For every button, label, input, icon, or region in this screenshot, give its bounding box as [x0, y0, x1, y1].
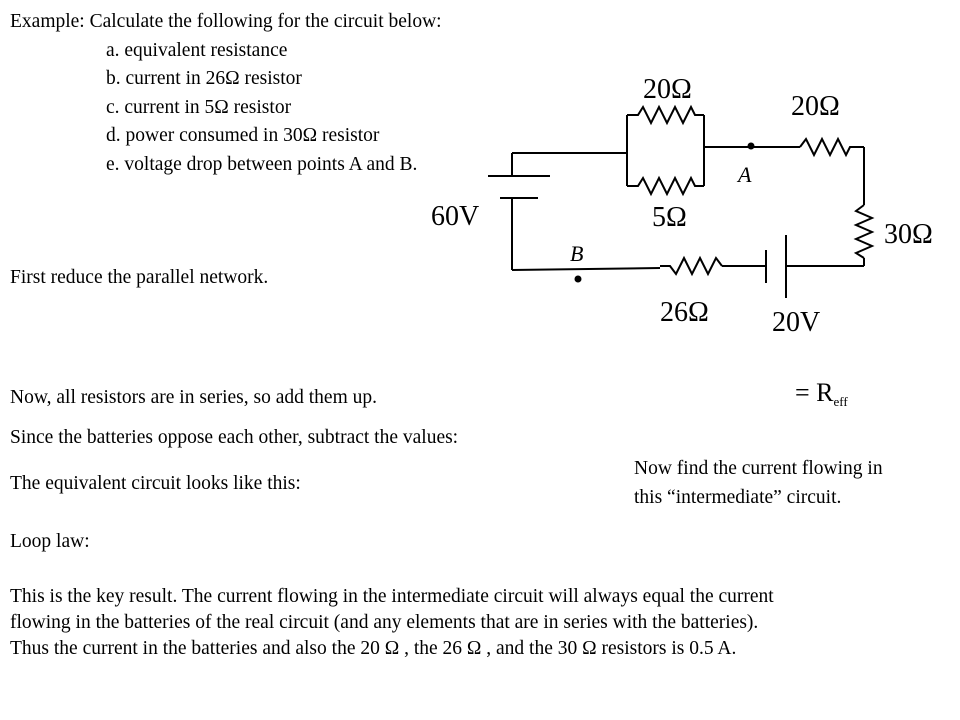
label-r-parallel-bottom: 5Ω — [652, 202, 687, 233]
conclusion-line-2: flowing in the batteries of the real cir… — [10, 612, 759, 633]
reff-main: = R — [795, 378, 834, 407]
label-point-b: B — [570, 241, 583, 266]
label-battery-bottom: 20V — [772, 307, 820, 338]
item-d: d. power consumed in 30Ω resistor — [106, 125, 380, 146]
step-batteries-oppose: Since the batteries oppose each other, s… — [10, 427, 459, 448]
step-find-current-1: Now find the current flowing in — [634, 458, 883, 479]
label-r-bottom: 26Ω — [660, 297, 709, 328]
resistor-5-parallel — [627, 175, 704, 197]
label-battery-left: 60V — [431, 201, 479, 232]
label-r-right-top: 20Ω — [791, 91, 840, 122]
item-e: e. voltage drop between points A and B. — [106, 154, 418, 175]
step-reduce-parallel: First reduce the parallel network. — [10, 267, 269, 288]
item-c: c. current in 5Ω resistor — [106, 97, 292, 118]
point-b-dot — [574, 275, 582, 283]
resistor-20-series — [799, 136, 864, 158]
step-equivalent-circuit: The equivalent circuit looks like this: — [10, 473, 301, 494]
reff-label: = Reff — [795, 378, 848, 409]
step-loop-law: Loop law: — [10, 531, 90, 552]
item-a: a. equivalent resistance — [106, 40, 288, 61]
resistor-30 — [853, 204, 875, 259]
item-b: b. current in 26Ω resistor — [106, 68, 302, 89]
reff-subscript: eff — [834, 394, 849, 409]
conclusion-line-3: Thus the current in the batteries and al… — [10, 638, 737, 659]
step-series-add: Now, all resistors are in series, so add… — [10, 387, 377, 408]
example-heading: Example: Calculate the following for the… — [10, 11, 442, 32]
label-point-a: A — [736, 162, 752, 187]
point-a-dot — [747, 142, 755, 150]
conclusion-paragraph: This is the key result. The current flow… — [10, 584, 955, 662]
wire-bottom-left — [511, 267, 661, 271]
label-r-top: 20Ω — [643, 74, 692, 105]
conclusion-line-1: This is the key result. The current flow… — [10, 586, 774, 607]
step-find-current-2: this “intermediate” circuit. — [634, 487, 842, 508]
resistor-26 — [660, 255, 723, 277]
label-r-vertical: 30Ω — [884, 219, 933, 250]
resistor-20-parallel — [627, 104, 704, 126]
